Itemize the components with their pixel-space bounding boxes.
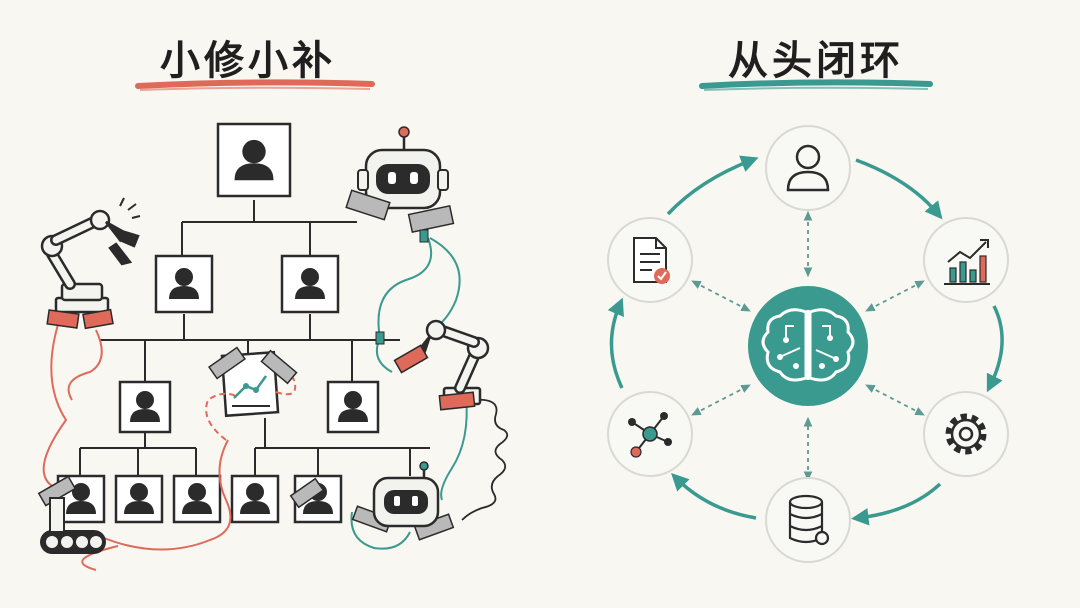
growth-chart-icon [944, 239, 990, 285]
org-box-l3-right [326, 380, 380, 434]
right-title-underline [699, 79, 933, 91]
loop-node-network [607, 391, 693, 477]
document-check-icon [633, 237, 670, 284]
robot-head-bottom [372, 461, 440, 528]
user-icon [786, 144, 830, 192]
chart-card-patch [220, 350, 280, 418]
org-box-l3-left [118, 380, 172, 434]
loop-node-user [765, 125, 851, 211]
gear-icon [945, 413, 987, 455]
coiled-cable [461, 398, 509, 521]
right-panel-title: 从头闭环 [728, 38, 904, 84]
red-cables [42, 317, 297, 571]
org-box-bottom-4 [230, 474, 280, 524]
loop-arrows [607, 155, 1004, 526]
robot-arm-right [375, 319, 490, 411]
robot-arm-left [40, 197, 141, 314]
robot-head-top [345, 126, 455, 243]
database-icon [788, 494, 830, 546]
tracked-robot-base [40, 497, 106, 554]
dashed-spokes [691, 210, 925, 482]
brain-circuit-icon [748, 286, 868, 406]
org-box-bottom-3 [172, 474, 222, 524]
org-box-mid-right [280, 254, 340, 314]
left-panel-title: 小修小补 [160, 38, 336, 84]
org-box-bottom-2 [114, 474, 164, 524]
loop-node-gear [923, 391, 1009, 477]
left-title-underline [135, 79, 375, 91]
network-icon [628, 412, 672, 458]
loop-node-chart [923, 217, 1009, 303]
org-box-mid-left [154, 254, 214, 314]
org-box-top [216, 122, 292, 198]
org-chart-connectors [79, 200, 430, 476]
loop-node-database [765, 477, 851, 563]
loop-node-document [607, 217, 693, 303]
red-tape-left [46, 308, 114, 330]
